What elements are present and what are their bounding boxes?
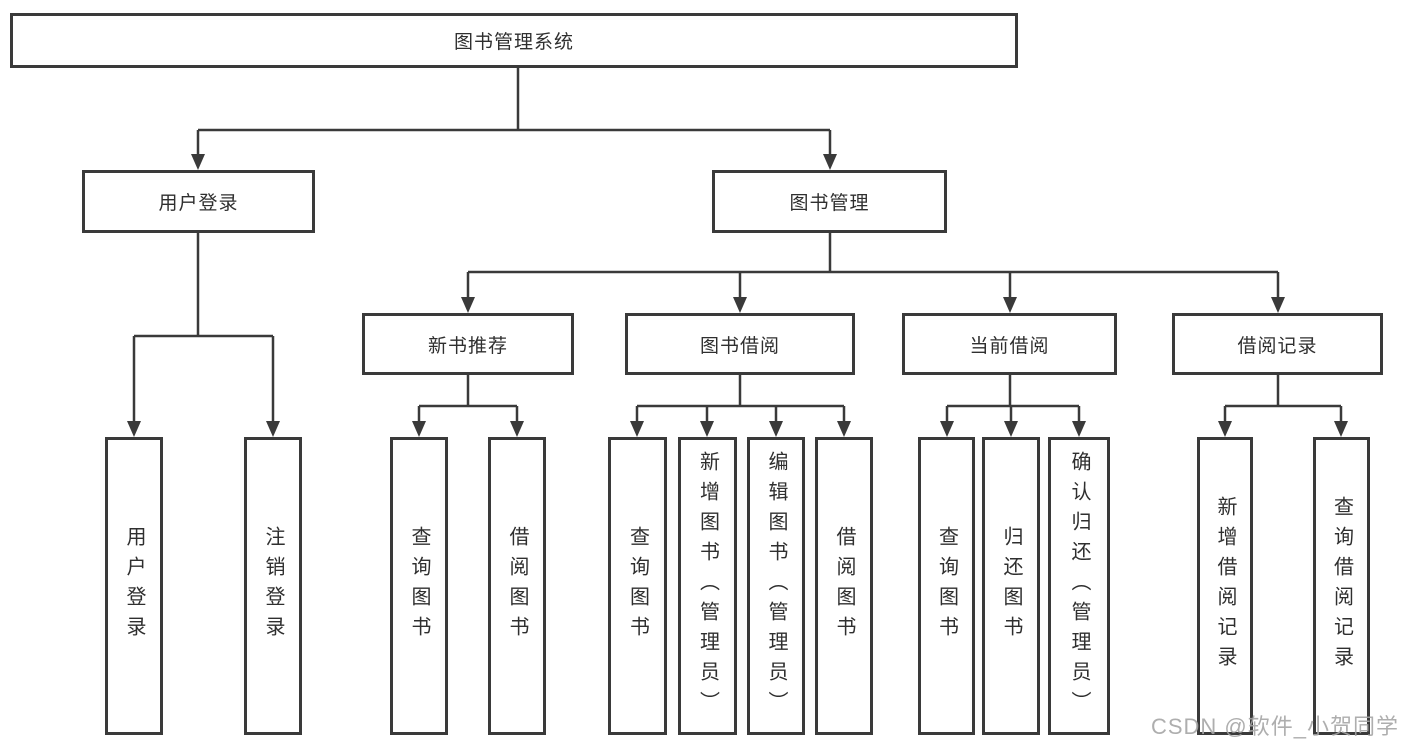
node-leaf-edit-books-admin: 编辑图书（管理员） [747, 437, 805, 735]
node-label: 查询借阅记录 [1330, 496, 1353, 676]
node-leaf-confirm-return-admin: 确认归还（管理员） [1048, 437, 1110, 735]
node-label: 图书管理 [789, 193, 870, 214]
node-new-book-recommend: 新书推荐 [362, 313, 574, 375]
node-label: 图书管理系统 [453, 32, 574, 53]
node-book-management-system: 图书管理系统 [10, 13, 1018, 68]
node-label: 归还图书 [1000, 526, 1022, 646]
node-label: 借阅记录 [1237, 335, 1318, 357]
node-leaf-query-books-current: 查询图书 [918, 437, 975, 735]
node-label: 注销登录 [262, 526, 284, 646]
node-leaf-query-books-borrowing: 查询图书 [608, 437, 667, 735]
node-leaf-add-books-admin: 新增图书（管理员） [678, 437, 737, 735]
node-book-borrowing: 图书借阅 [625, 313, 855, 375]
node-label: 当前借阅 [969, 335, 1050, 357]
node-label: 新书推荐 [427, 335, 508, 357]
node-label: 借阅图书 [506, 526, 528, 646]
node-label: 用户登录 [158, 193, 239, 214]
arrowheads [127, 154, 1348, 437]
node-label: 新增图书（管理员） [696, 451, 719, 721]
node-label: 查询图书 [935, 526, 958, 646]
node-label: 编辑图书（管理员） [765, 451, 787, 721]
node-leaf-query-books-recommend: 查询图书 [390, 437, 448, 735]
node-label: 查询图书 [408, 526, 430, 646]
node-user-login: 用户登录 [82, 170, 315, 233]
node-label: 用户登录 [123, 526, 145, 646]
node-leaf-logout: 注销登录 [244, 437, 302, 735]
watermark: CSDN @软件_小贺同学 [1150, 714, 1399, 739]
node-leaf-borrow-books-recommend: 借阅图书 [488, 437, 546, 735]
node-label: 借阅图书 [833, 526, 855, 646]
node-book-management: 图书管理 [712, 170, 947, 233]
node-leaf-borrow-books-borrowing: 借阅图书 [815, 437, 873, 735]
node-leaf-user-login: 用户登录 [105, 437, 163, 735]
node-leaf-return-books: 归还图书 [982, 437, 1040, 735]
node-borrowing-records: 借阅记录 [1172, 313, 1383, 375]
node-current-borrowing: 当前借阅 [902, 313, 1117, 375]
node-leaf-query-borrow-record: 查询借阅记录 [1313, 437, 1370, 735]
node-label: 图书借阅 [699, 335, 780, 357]
node-label: 确认归还（管理员） [1068, 451, 1090, 721]
node-label: 查询图书 [626, 526, 649, 646]
node-label: 新增借阅记录 [1214, 496, 1236, 676]
node-leaf-add-borrow-record: 新增借阅记录 [1197, 437, 1253, 735]
